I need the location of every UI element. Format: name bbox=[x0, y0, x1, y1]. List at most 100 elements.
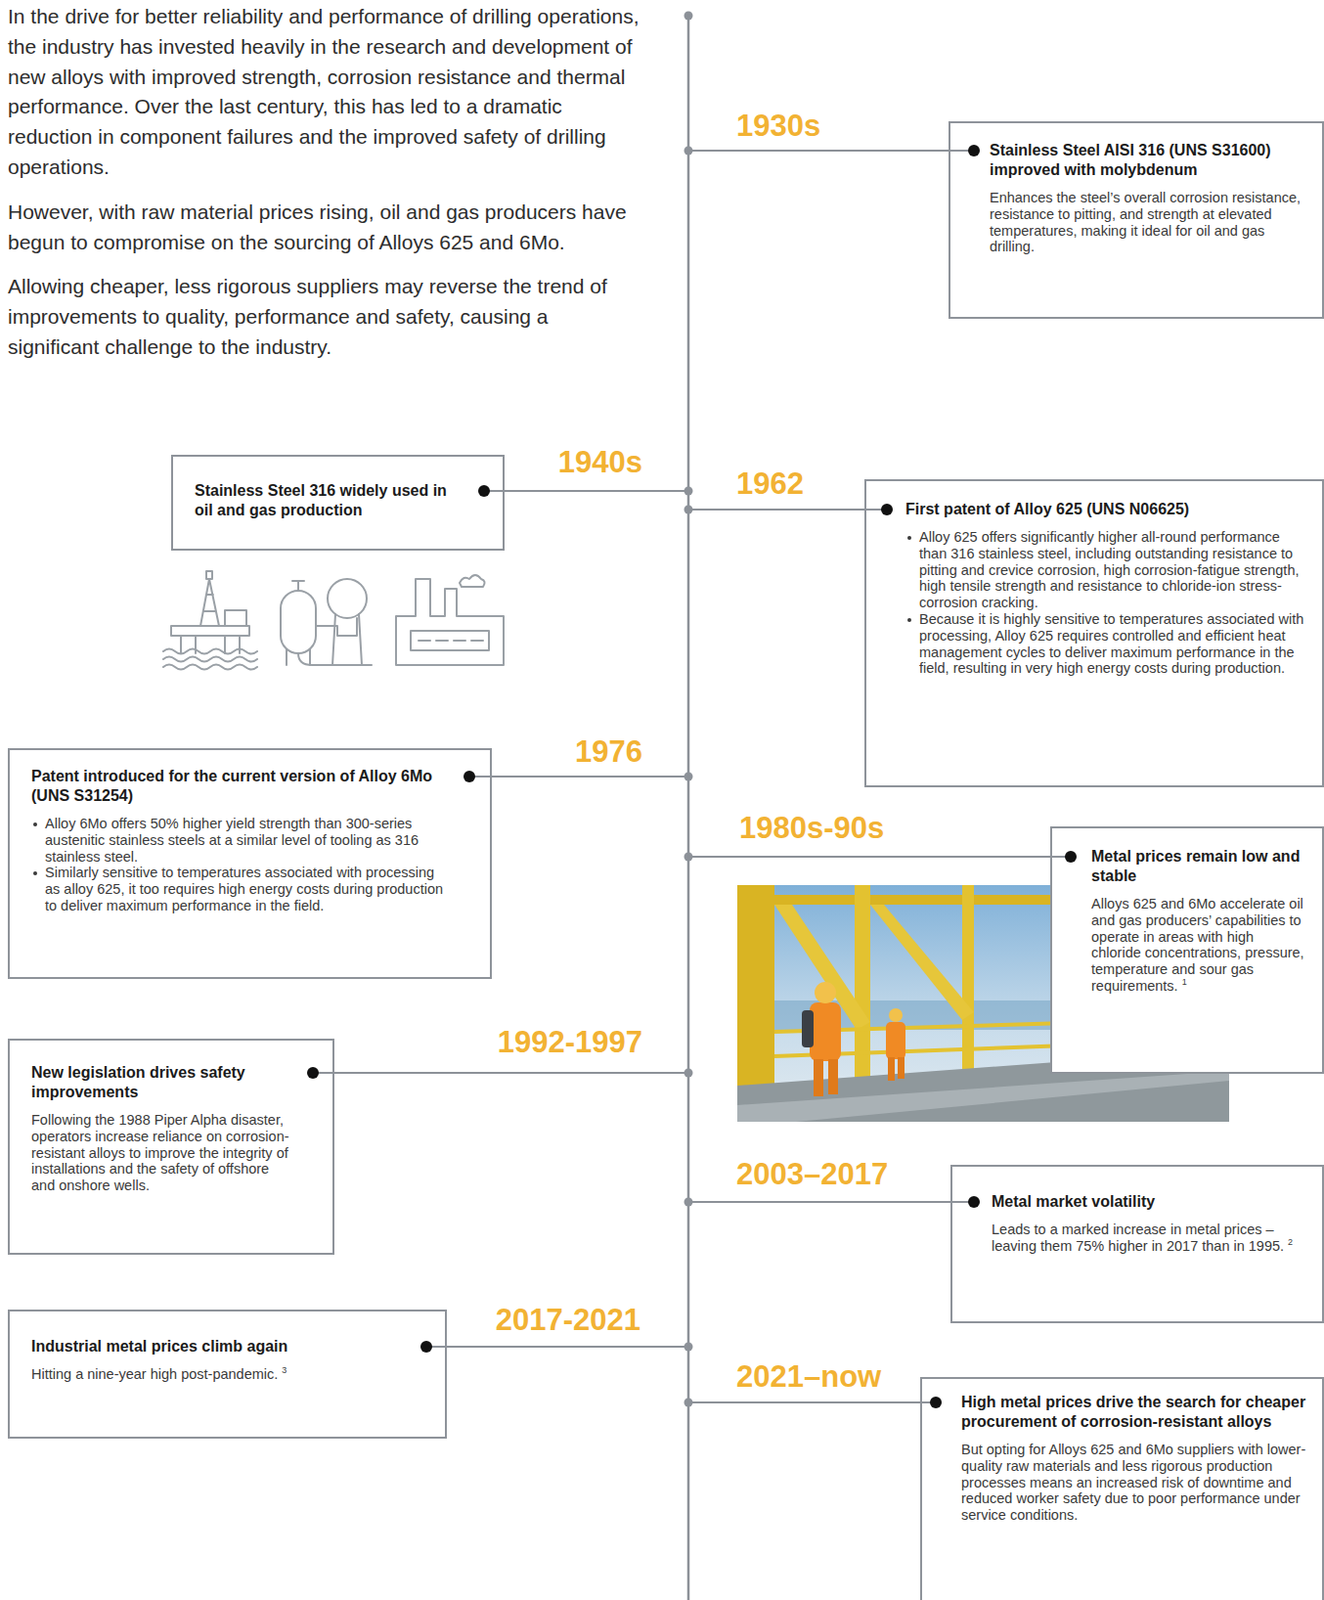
timeline-box: New legislation drives safety improvemen… bbox=[7, 1038, 335, 1255]
intro-paragraph: In the drive for better reliability and … bbox=[7, 1, 644, 183]
year-label: 1940s bbox=[558, 445, 643, 480]
node-heading: Industrial metal prices climb again bbox=[31, 1336, 406, 1357]
spine-dot bbox=[684, 11, 694, 21]
offshore-workers-photo bbox=[885, 1021, 906, 1060]
node-body: Following the 1988 Piper Alpha disaster,… bbox=[31, 1111, 294, 1194]
node-heading: Metal market volatility bbox=[991, 1192, 1155, 1210]
storage-tank-icon bbox=[280, 590, 316, 654]
offshore-workers-photo bbox=[962, 884, 974, 1071]
footnote-marker: 3 bbox=[281, 1365, 287, 1375]
timeline-branch bbox=[334, 1071, 689, 1074]
bullet-text: Similarly sensitive to temperatures asso… bbox=[44, 864, 443, 914]
year-label: 1930s bbox=[736, 109, 821, 143]
footnote-marker: 2 bbox=[1287, 1236, 1293, 1247]
timeline-branch bbox=[688, 1401, 921, 1404]
storage-tank-icon bbox=[327, 578, 367, 618]
node-heading: High metal prices drive the search for c… bbox=[961, 1393, 1306, 1430]
node-body: Alloys 625 and 6Mo accelerate oil and ga… bbox=[1091, 895, 1305, 994]
node-heading: Metal market volatility bbox=[991, 1191, 1307, 1212]
node-heading: High metal prices drive the search for c… bbox=[961, 1392, 1307, 1432]
bullet-text: Because it is highly sensitive to temper… bbox=[905, 611, 1307, 677]
node-body: Alloys 625 and 6Mo accelerate oil and ga… bbox=[1091, 895, 1307, 995]
oil-rig-icon bbox=[163, 649, 258, 655]
factory-icon bbox=[396, 578, 504, 665]
timeline-dot bbox=[478, 485, 490, 497]
node-heading: Metal prices remain low and stable bbox=[1091, 847, 1300, 884]
factory-icon bbox=[459, 574, 486, 587]
timeline-branch bbox=[491, 775, 689, 778]
year-label: 2017-2021 bbox=[495, 1303, 641, 1337]
year-label: 1962 bbox=[736, 467, 804, 501]
timeline-box: Stainless Steel AISI 316 (UNS S31600) im… bbox=[948, 121, 1324, 319]
oil-rig-icon bbox=[163, 664, 258, 670]
timeline-dot bbox=[929, 1396, 942, 1409]
offshore-workers-photo bbox=[809, 1002, 841, 1061]
oil-rig-icon bbox=[171, 625, 250, 636]
factory-icon bbox=[410, 630, 489, 651]
offshore-workers-photo bbox=[888, 1008, 903, 1022]
node-heading: Stainless Steel AISI 316 (UNS S31600) im… bbox=[989, 141, 1272, 178]
bullet-text: Alloy 6Mo offers 50% higher yield streng… bbox=[44, 815, 419, 865]
year-label: 1980s-90s bbox=[739, 811, 884, 845]
timeline-branch bbox=[504, 489, 689, 492]
node-heading: Metal prices remain low and stable bbox=[1091, 846, 1307, 886]
offshore-workers-photo bbox=[870, 904, 974, 1020]
intro-paragraph: However, with raw material prices rising… bbox=[7, 197, 644, 259]
oil-rig-icon bbox=[163, 657, 258, 662]
node-heading: Patent introduced for the current versio… bbox=[31, 767, 433, 804]
year-label: 2021–now bbox=[736, 1360, 882, 1394]
node-body: Leads to a marked increase in metal pric… bbox=[991, 1221, 1284, 1254]
offshore-workers-photo bbox=[828, 1059, 839, 1095]
bullet-text: Similarly sensitive to temperatures asso… bbox=[31, 864, 451, 914]
node-body: Following the 1988 Piper Alpha disaster,… bbox=[31, 1111, 290, 1193]
timeline-branch bbox=[688, 149, 949, 152]
year-label: 1992-1997 bbox=[497, 1025, 643, 1060]
offshore-workers-photo bbox=[813, 1059, 824, 1097]
storage-tank-icon bbox=[298, 653, 372, 665]
timeline-dot bbox=[420, 1340, 433, 1353]
node-heading: Industrial metal prices climb again bbox=[31, 1337, 288, 1355]
spine-dot bbox=[684, 11, 694, 1408]
node-body: But opting for Alloys 625 and 6Mo suppli… bbox=[961, 1441, 1306, 1523]
timeline-dot bbox=[968, 144, 980, 157]
node-body: Hitting a nine-year high post-pandemic. bbox=[31, 1366, 278, 1382]
timeline-dot bbox=[881, 503, 893, 516]
year-label: 1976 bbox=[574, 735, 643, 769]
node-heading: First patent of Alloy 625 (UNS N06625) bbox=[905, 500, 1190, 518]
timeline-box: Industrial metal prices climb againHitti… bbox=[7, 1309, 447, 1439]
timeline-box: First patent of Alloy 625 (UNS N06625) Al… bbox=[864, 479, 1324, 788]
factory-icon bbox=[418, 639, 484, 642]
timeline-box: Metal market volatilityLeads to a marked… bbox=[950, 1164, 1324, 1324]
node-body: Enhances the steel’s overall corrosion r… bbox=[989, 189, 1307, 256]
node-body: But opting for Alloys 625 and 6Mo suppli… bbox=[961, 1441, 1307, 1524]
oil-rig-icon bbox=[163, 571, 258, 670]
intro-paragraph: Allowing cheaper, less rigorous supplier… bbox=[7, 271, 644, 362]
timeline-box: Patent introduced for the current versio… bbox=[7, 748, 492, 979]
timeline-box: High metal prices drive the search for c… bbox=[920, 1376, 1324, 1600]
year-label: 2003–2017 bbox=[736, 1157, 888, 1192]
timeline-dot bbox=[463, 770, 476, 783]
node-body: Leads to a marked increase in metal pric… bbox=[991, 1221, 1307, 1255]
node-heading: Stainless Steel AISI 316 (UNS S31600) im… bbox=[989, 140, 1307, 180]
timeline-box: Metal prices remain low and stableAlloys… bbox=[1050, 826, 1324, 1074]
timeline-spine bbox=[687, 15, 691, 1600]
timeline-branch bbox=[688, 508, 865, 511]
node-heading: New legislation drives safety improvemen… bbox=[31, 1062, 294, 1103]
bullet-text: Alloy 625 offers significantly higher al… bbox=[919, 529, 1299, 611]
oil-rig-icon bbox=[224, 610, 247, 626]
offshore-workers-photo bbox=[897, 1057, 905, 1079]
node-heading: Patent introduced for the current versio… bbox=[31, 766, 451, 806]
node-body: Hitting a nine-year high post-pandemic.3 bbox=[31, 1366, 406, 1383]
oil-rig-icon bbox=[200, 578, 220, 626]
intro-text: In the drive for better reliability and … bbox=[7, 1, 644, 378]
timeline-box: Stainless Steel 316 widely used in oil a… bbox=[171, 454, 505, 551]
timeline-dot bbox=[968, 1195, 980, 1208]
bullet-text: Alloy 6Mo offers 50% higher yield streng… bbox=[31, 815, 451, 865]
storage-tank-icon bbox=[315, 614, 362, 665]
node-heading: New legislation drives safety improvemen… bbox=[31, 1063, 246, 1101]
timeline-branch bbox=[688, 855, 1051, 858]
offshore-workers-photo bbox=[814, 981, 837, 1004]
timeline-dot bbox=[307, 1066, 319, 1079]
node-heading: First patent of Alloy 625 (UNS N06625) bbox=[905, 499, 1307, 520]
offshore-workers-photo bbox=[887, 1057, 895, 1081]
